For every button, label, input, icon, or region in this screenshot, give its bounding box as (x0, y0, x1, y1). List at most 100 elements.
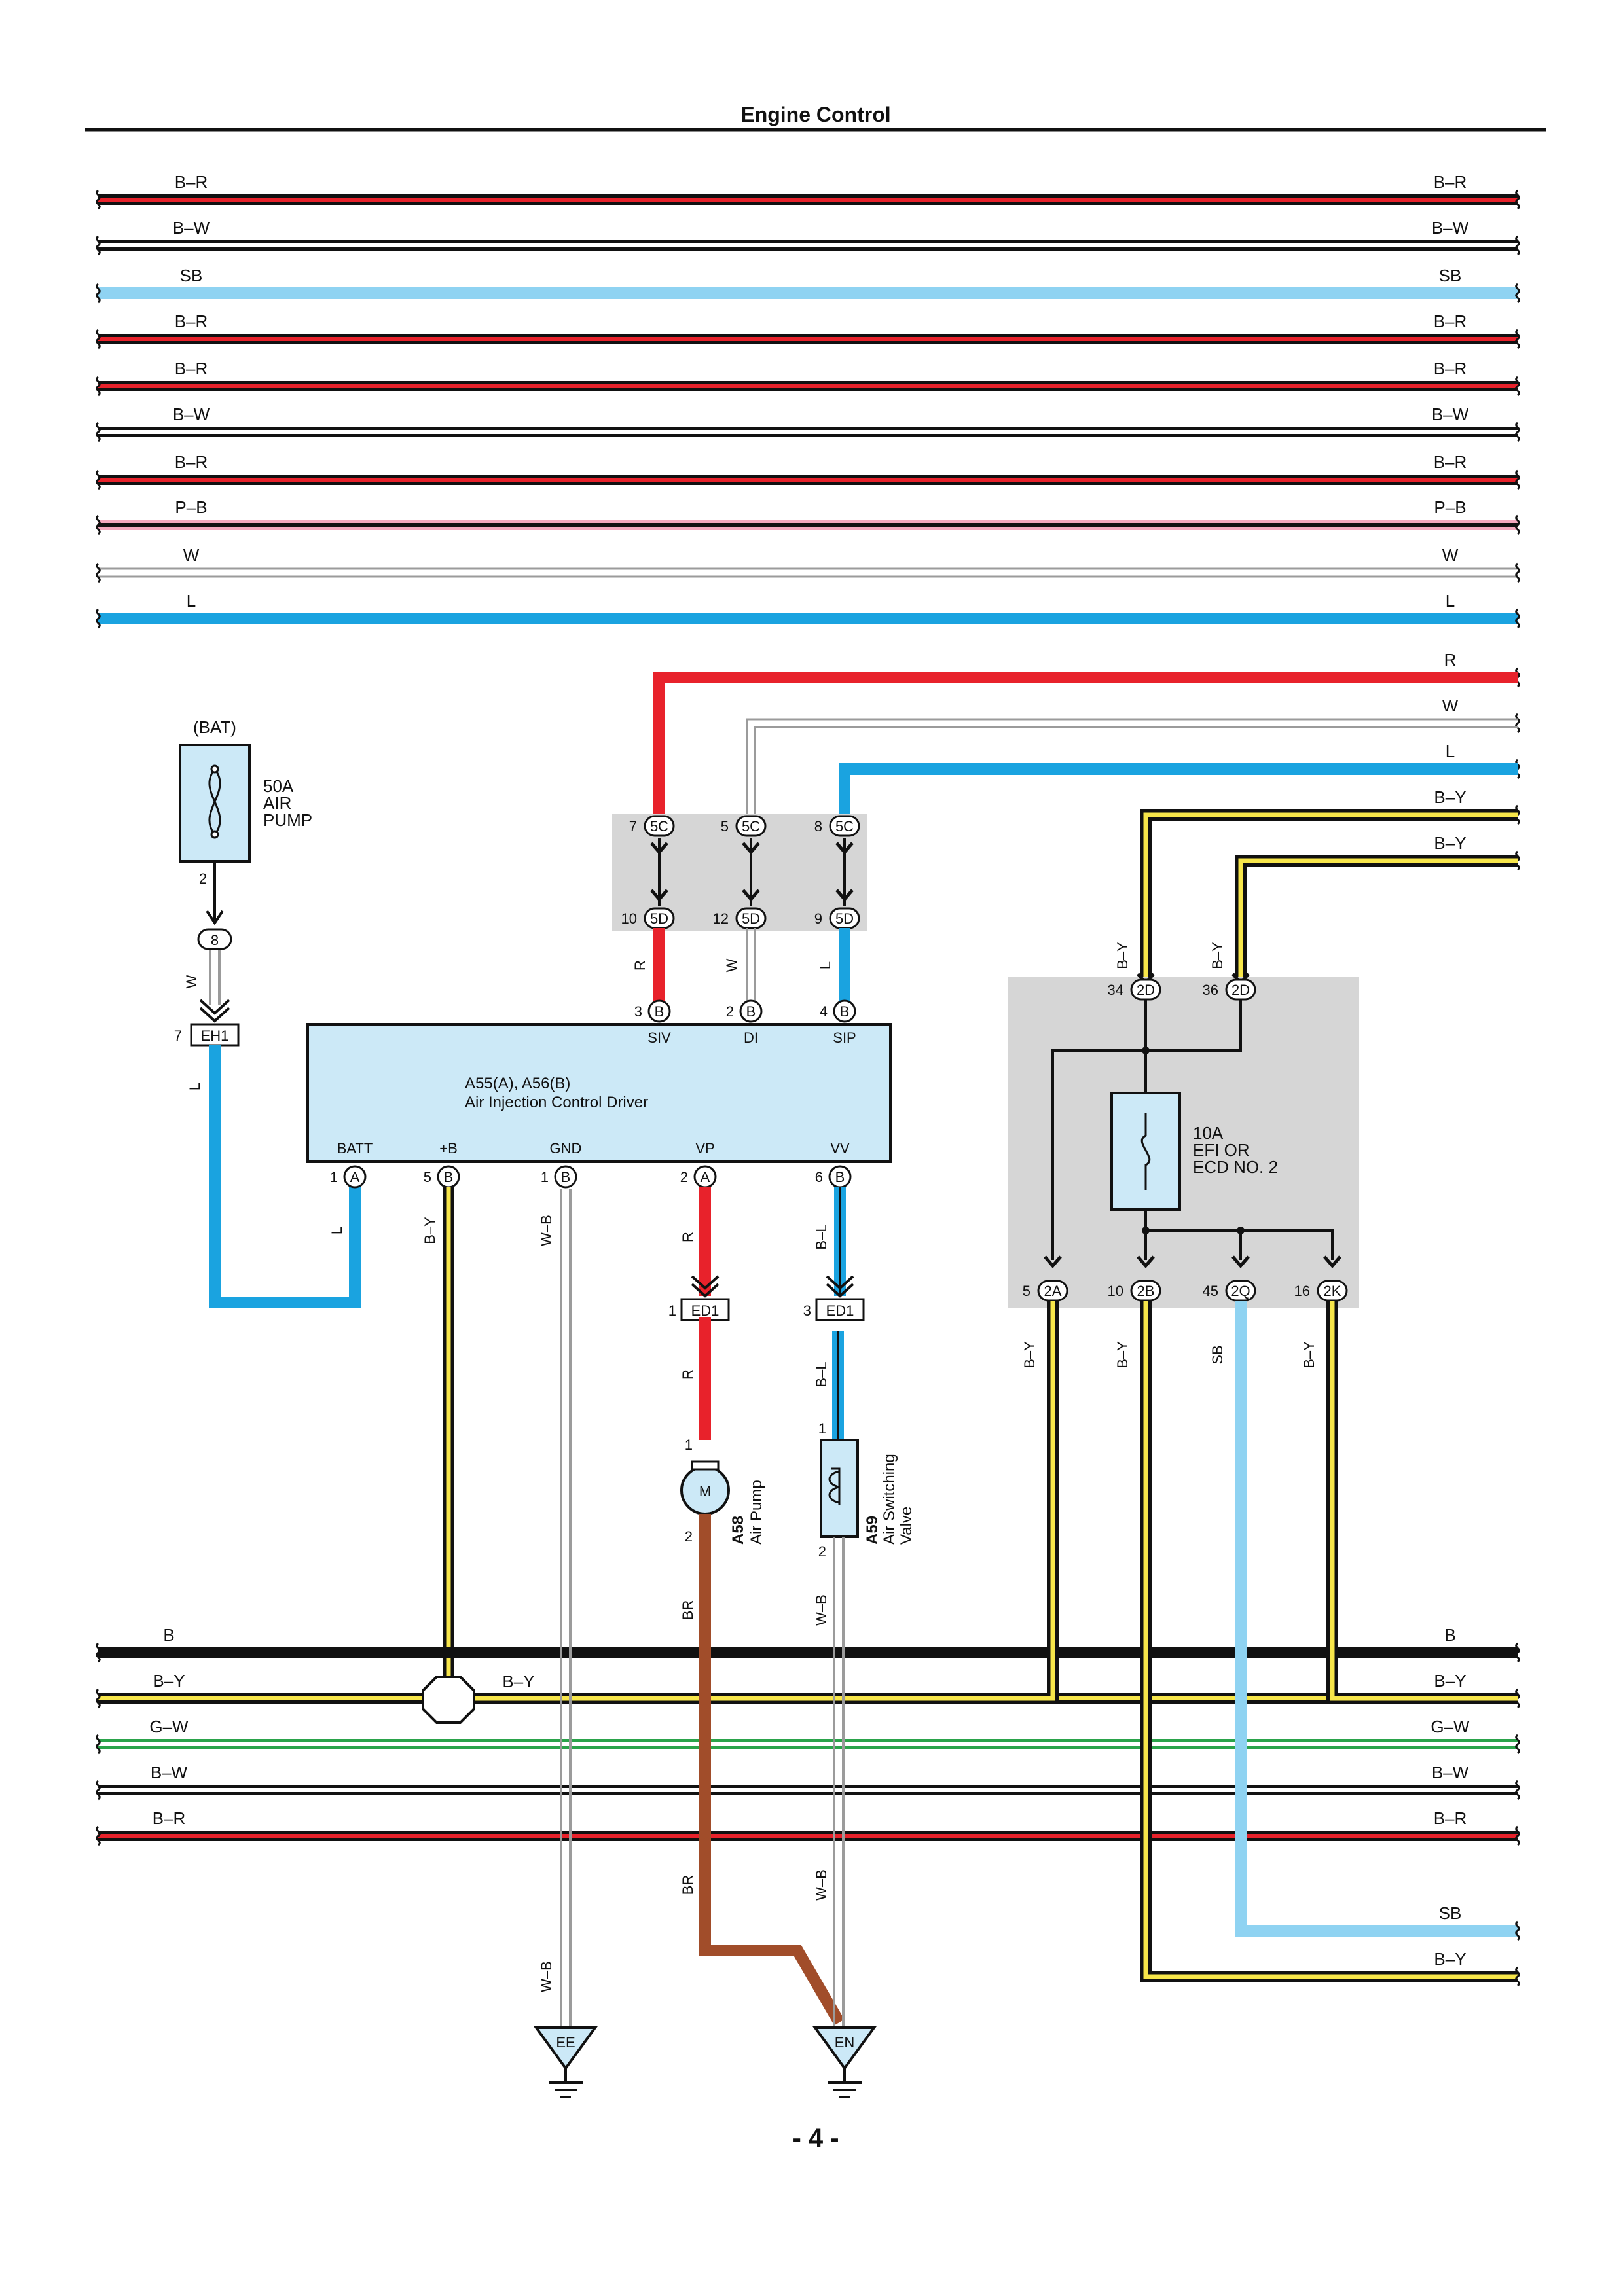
top-bus-label-right: B–R (1434, 172, 1467, 192)
batt-wire-label: L (329, 1227, 345, 1234)
plus-b-wire-label: B–Y (422, 1217, 438, 1244)
gnd-wire-label: W–B (538, 1215, 555, 1246)
top-bus-label-left: P–B (175, 497, 207, 517)
5c-pin-number: 7 (629, 818, 637, 834)
connector-5c-pin (829, 815, 860, 837)
bat-fuse-line3: PUMP (263, 810, 312, 830)
air-pump-br-wire (699, 1514, 845, 2026)
valve-name-2: Valve (898, 1507, 915, 1545)
bottom-bus-label-right: B–W (1432, 1763, 1469, 1782)
efi-fuse-text: ECD NO. 2 (1193, 1157, 1278, 1177)
ecu-name: A55(A), A56(B) (465, 1075, 570, 1092)
ecu-bottom-pin-number: 1 (541, 1169, 549, 1185)
bottom-bus-label-left: B–W (151, 1763, 188, 1782)
efi-2k-wire (1326, 1301, 1518, 1704)
bat-wire-l-label: L (187, 1083, 203, 1090)
top-bus-label-right: B–R (1434, 359, 1467, 378)
ecu-bottom-pin-number: 1 (330, 1169, 338, 1185)
efi-bottom-wire-label: B–Y (1114, 1341, 1131, 1369)
right-wire-label: W (1442, 696, 1459, 715)
bottom-bus-label-right: B–Y (1434, 1671, 1466, 1691)
junction-8 (197, 928, 232, 950)
efi-top-pin-label: 2D (1231, 982, 1250, 998)
valve-wire-bl: B–L (813, 1361, 830, 1387)
efi-top-pin-label: 2D (1137, 982, 1155, 998)
ecu-top-pin-label: B (655, 1003, 665, 1020)
splice-point (422, 1676, 475, 1724)
battery-fuse-section: (BAT) 50A AIR PUMP 2 8 W EH1 7 L (174, 717, 361, 1308)
bat-fuse-line1: 50A (263, 776, 294, 796)
ed1-pin: 3 (803, 1302, 811, 1319)
top-bus-label-right: L (1446, 591, 1455, 611)
efi-fuse-text: EFI OR (1193, 1140, 1250, 1160)
br-label-2: BR (680, 1875, 696, 1895)
eh1-connector (190, 1023, 240, 1047)
ecu-top-pin-name: SIV (647, 1030, 671, 1046)
top-bus-label-right: SB (1439, 266, 1462, 285)
top-bus-label-left: B–W (173, 218, 210, 238)
bottom-bus-label-left: B–R (153, 1808, 186, 1828)
ecu-top-pin-name: SIP (833, 1030, 856, 1046)
right-wire-label: B–Y (1434, 833, 1466, 853)
5d-pin-number: 10 (621, 910, 637, 927)
ground-symbol-icon (812, 2026, 877, 2071)
right-wire-label: R (1444, 650, 1457, 670)
top-bus-label-right: B–R (1434, 452, 1467, 472)
ecu-top-pin-label: B (840, 1003, 850, 1020)
junction-8-label: 8 (211, 932, 219, 948)
ecu-bottom-pin-label: B (444, 1169, 454, 1185)
bat-label: (BAT) (193, 717, 236, 737)
ecu-top-pin-name: DI (744, 1030, 758, 1046)
bat-fuse-line2: AIR (263, 793, 291, 813)
ecu-top-pin-label: B (746, 1003, 756, 1020)
out-label-by: B–Y (1434, 1949, 1466, 1969)
efi-bottom-pin-number: 5 (1023, 1283, 1030, 1299)
bottom-bus-label-left: G–W (149, 1717, 189, 1736)
batt-wire-l (209, 1045, 361, 1308)
air-pump-pin-top: 1 (685, 1437, 693, 1453)
air-pump-pin-bottom: 2 (685, 1528, 693, 1545)
junction-wire-label: W (723, 958, 740, 972)
wb-label-valve-1: W–B (813, 1594, 830, 1626)
ecu-bottom-pin-label: B (561, 1169, 571, 1185)
efi-fuse-junction-box (1008, 977, 1359, 1308)
efi-bottom-wire-label: B–Y (1301, 1341, 1317, 1369)
ed1-wire-label-r: R (680, 1369, 696, 1380)
efi-bottom-pin-number: 45 (1203, 1283, 1218, 1299)
ecu-bottom-pin-name: VV (830, 1140, 850, 1157)
connector-5c-pin-label: 5C (650, 818, 668, 834)
solenoid-icon (828, 1467, 841, 1505)
ed1-label: ED1 (691, 1302, 720, 1319)
connector-5c-pin (735, 815, 767, 837)
efi-bottom-pin (1317, 1280, 1348, 1302)
efi-bottom-pin-number: 16 (1294, 1283, 1310, 1299)
top-bus-label-right: W (1442, 545, 1459, 565)
ecu-bottom-pin-number: 6 (815, 1169, 823, 1185)
right-wire-label: L (1446, 742, 1455, 761)
efi-bottom-pin-label: 2K (1324, 1283, 1341, 1299)
ed1-connector (815, 1298, 865, 1321)
efi-fuse-text: 10A (1193, 1123, 1224, 1143)
efi-bottom-pin (1225, 1280, 1256, 1302)
splice-label: B–Y (502, 1672, 534, 1691)
efi-fuse-icon (1140, 1113, 1151, 1190)
efi-top-pin-number: 34 (1108, 982, 1123, 998)
ecu-top-pin (647, 999, 671, 1023)
efi-bottom-pin-label: 2A (1044, 1283, 1062, 1299)
ecu-bottom-pin-label: A (701, 1169, 710, 1185)
junction-wire-label: R (632, 960, 648, 971)
ecu-bottom-pin (343, 1165, 367, 1189)
wb-label-valve-2: W–B (813, 1869, 830, 1901)
ecu-bottom-pin-label: B (835, 1169, 845, 1185)
top-bus-label-left: SB (180, 266, 203, 285)
top-bus-label-right: P–B (1434, 497, 1466, 517)
eh1-label: EH1 (201, 1028, 229, 1044)
ecu-bottom-pin (554, 1165, 577, 1189)
connector-5c-pin-label: 5C (742, 818, 760, 834)
bottom-bus-label-right: B–R (1434, 1808, 1467, 1828)
top-bus-label-left: B–R (175, 452, 208, 472)
valve-pin-top: 1 (818, 1420, 826, 1437)
